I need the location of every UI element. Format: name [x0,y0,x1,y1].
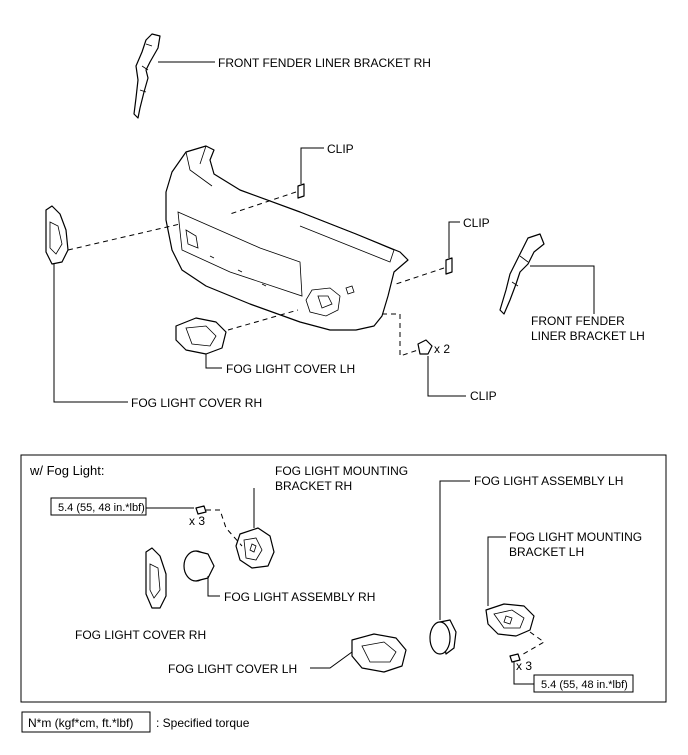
label-mounting-bracket-lh-line2: BRACKET LH [509,545,584,559]
qty-rh: x 3 [189,514,205,528]
label-fog-light-cover-rh-top: FOG LIGHT COVER RH [131,396,262,410]
label-fog-light-assembly-rh: FOG LIGHT ASSEMBLY RH [224,590,375,604]
leader-fender-bracket-lh [530,265,595,314]
leader-assembly-lh [439,480,470,620]
leader-assembly-rh [207,576,220,597]
torque-box-rh [50,497,147,516]
leader-cover-lh [310,651,353,669]
dash-fog-cover-lh-top [227,309,299,331]
dash-bolt-lh [519,631,545,657]
fog-light-assembly-lh-part [429,619,457,655]
label-front-fender-liner-bracket-lh-line2: LINER BRACKET LH [531,329,645,343]
dash-clip-top [229,191,297,215]
label-clip-bottom: CLIP [470,389,497,403]
fog-light-panel-title: w/ Fog Light: [29,463,104,478]
front-fender-liner-bracket-lh-part [499,233,545,315]
leader-bracket-lh [487,536,506,606]
label-clip-top: CLIP [327,142,354,156]
fog-light-mounting-bracket-lh-part [485,603,535,637]
label-fog-light-assembly-lh: FOG LIGHT ASSEMBLY LH [474,474,623,488]
leader-clip-bottom [427,356,466,397]
leader-clip-right [448,221,460,258]
dash-clip-bottom [382,313,419,357]
label-clip-qty: x 2 [434,342,450,356]
leader-torque-lh [513,662,534,685]
fog-light-panel-frame [20,454,667,703]
legend-unit-box [21,711,151,733]
torque-rh: 5.4 (55, 48 in.*lbf) [58,502,145,514]
torque-lh: 5.4 (55, 48 in.*lbf) [541,679,628,691]
front-fender-liner-bracket-rh-part [133,33,161,119]
label-fog-light-cover-lh: FOG LIGHT COVER LH [168,662,297,676]
bolt-rh-part [195,505,207,515]
legend-description: : Specified torque [156,716,250,730]
label-mounting-bracket-lh-line1: FOG LIGHT MOUNTING [509,530,642,544]
leader-fog-cover-rh-top [53,264,128,403]
label-front-fender-liner-bracket-rh: FRONT FENDER LINER BRACKET RH [218,56,431,70]
label-mounting-bracket-rh-line2: BRACKET RH [275,479,352,493]
fog-light-cover-rh-part [145,547,167,609]
leader-fog-cover-lh-top [205,354,222,369]
legend-unit-text: N*m (kgf*cm, ft.*lbf) [28,716,133,730]
dash-bolt-rh [206,509,243,547]
torque-box-lh [533,674,634,693]
fog-light-cover-rh-top-part [45,205,69,265]
clip-right-part [445,257,453,275]
qty-lh: x 3 [516,659,532,673]
dash-fog-cover-rh-top [67,223,181,251]
label-mounting-bracket-rh-line1: FOG LIGHT MOUNTING [275,464,408,478]
label-fog-light-cover-lh-top: FOG LIGHT COVER LH [226,362,355,376]
bolt-lh-part [509,653,521,663]
fog-light-assembly-rh-part [183,550,215,582]
dash-clip-right [395,267,445,285]
leader-clip-top [300,147,324,184]
fog-light-cover-lh-top-part [175,317,227,355]
label-fog-light-cover-rh: FOG LIGHT COVER RH [75,628,206,642]
fog-light-mounting-bracket-rh-part [235,527,275,569]
label-front-fender-liner-bracket-lh-line1: FRONT FENDER [531,314,625,328]
label-clip-right: CLIP [463,216,490,230]
front-bumper-cover-part [165,145,409,331]
clip-top-part [297,183,305,199]
clip-bottom-part [417,339,433,355]
fog-light-cover-lh-part [351,633,407,673]
